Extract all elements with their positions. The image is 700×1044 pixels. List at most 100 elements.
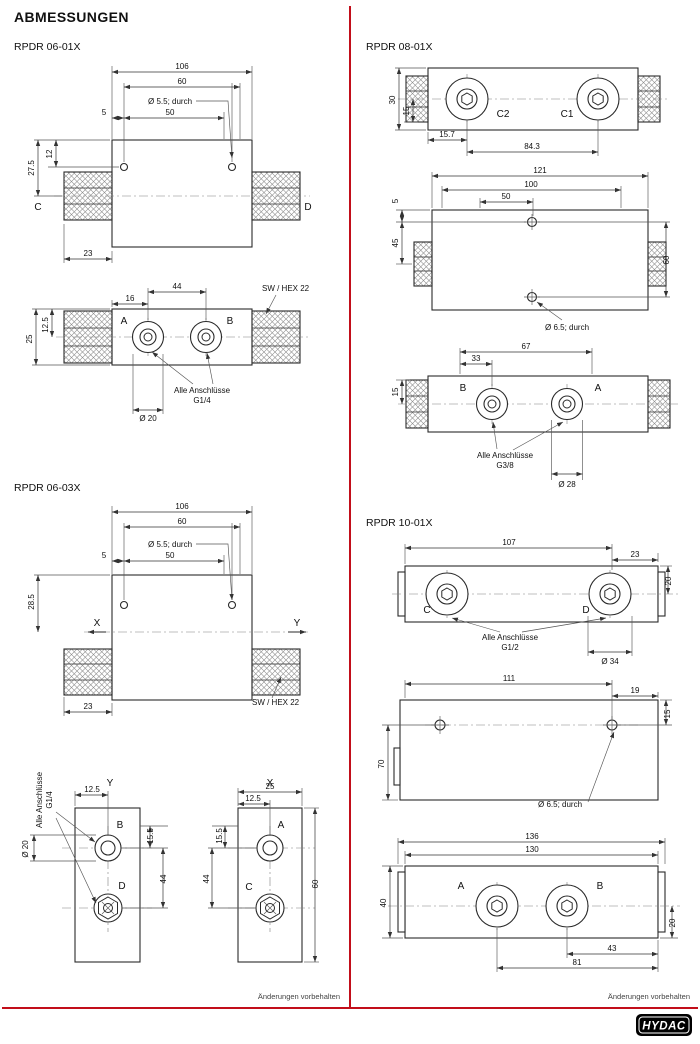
extension-lines (396, 348, 593, 480)
page-title: ABMESSUNGEN (14, 9, 129, 25)
dim-height-27-5: 27.5 (27, 160, 36, 176)
dimension-lines (33, 289, 206, 413)
hex-fitting-left (413, 241, 433, 287)
dim-width-43: 43 (608, 944, 617, 953)
drawing-rpdr0601-top-view: 106 60 Ø 5.5; durch 5 50 12 27.5 C D 23 (27, 62, 312, 263)
dim-width-12-5-x: 12.5 (245, 794, 261, 803)
port-label-a: A (278, 820, 285, 831)
side-tab (393, 747, 401, 786)
section-label-rpdr-06-01x: RPDR 06-01X (14, 41, 81, 53)
connection-note-line2: G3/8 (496, 461, 514, 470)
dim-width-60: 60 (178, 77, 187, 86)
dim-height-12: 12 (45, 149, 54, 158)
drawing-rpdr0801-plan-view: 121 100 50 5 45 60 Ø 6.5; durch (391, 166, 671, 332)
drawing-rpdr0801-top-view: 30 15 C2 C1 15.7 84.3 (388, 67, 668, 156)
dim-height-44-x: 44 (202, 874, 211, 883)
hole-callout: Ø 6.5; durch (545, 323, 589, 332)
section-label-rpdr-08-01x: RPDR 08-01X (366, 41, 433, 53)
port-a (256, 834, 284, 862)
mounting-hole (119, 162, 129, 172)
hex-fitting-left (63, 648, 113, 696)
dim-width-5: 5 (102, 108, 107, 117)
dim-width-81: 81 (573, 958, 582, 967)
drawing-rpdr0603-top-view: 106 60 Ø 5.5; durch 5 50 28.5 X Y 23 SW … (27, 502, 308, 716)
port-c (255, 893, 285, 923)
port-label-c: C (34, 202, 41, 213)
dim-width-84-3: 84.3 (524, 142, 540, 151)
connection-note-line2: G1/4 (45, 791, 54, 809)
dim-height-60: 60 (311, 879, 320, 888)
dim-height-25: 25 (25, 334, 34, 343)
port-c2 (445, 77, 489, 121)
connection-note-line1: Alle Anschlüsse (482, 633, 539, 642)
dim-height-40: 40 (379, 898, 388, 907)
dim-width-60: 60 (178, 517, 187, 526)
port-label-a: A (121, 316, 128, 327)
dim-width-23: 23 (631, 550, 640, 559)
dim-width-19: 19 (631, 686, 640, 695)
drawing-rpdr0801-front-view: 67 33 B A 15 Alle Anschlüsse G3/8 Ø 28 (391, 342, 678, 489)
dim-width-5: 5 (102, 551, 107, 560)
port-label-a: A (595, 383, 602, 394)
dimension-lines (405, 545, 671, 655)
port-label-b: B (227, 316, 234, 327)
dim-height-30: 30 (388, 95, 397, 104)
port-label-c1: C1 (561, 109, 574, 120)
mounting-hole (227, 162, 237, 172)
dim-width-50: 50 (166, 551, 175, 560)
mounting-hole (227, 600, 237, 610)
dim-width-12-5-y: 12.5 (84, 785, 100, 794)
dim-height-70: 70 (377, 759, 386, 768)
end-cap-left (397, 871, 406, 933)
port-b (545, 884, 589, 928)
dim-height-15-5-x: 15.5 (215, 828, 224, 844)
valve-body (399, 699, 659, 801)
dim-height-15: 15 (391, 387, 400, 396)
valve-body (111, 139, 253, 248)
connection-note-line2: G1/4 (193, 396, 211, 405)
dimension-lines (31, 789, 318, 962)
dim-height-60: 60 (662, 255, 671, 264)
dim-height-44-y: 44 (159, 874, 168, 883)
dim-width-130: 130 (525, 845, 539, 854)
port-label-b: B (460, 383, 467, 394)
valve-body (404, 865, 659, 939)
port-label-c2: C2 (497, 109, 510, 120)
port-label-c: C (423, 605, 430, 616)
dim-width-136: 136 (525, 832, 539, 841)
dim-height-15: 15 (402, 106, 411, 115)
dimension-lines (399, 173, 669, 297)
hex-callout: SW / HEX 22 (262, 284, 310, 293)
port-label-d: D (304, 202, 311, 213)
dimension-lines (35, 509, 252, 715)
valve-body (431, 209, 649, 311)
dim-width-23: 23 (84, 249, 93, 258)
valve-body (111, 574, 253, 701)
port-label-d: D (582, 605, 589, 616)
dim-width-100: 100 (524, 180, 538, 189)
view-label-y: Y (107, 778, 114, 789)
dim-height-20: 20 (668, 918, 677, 927)
dim-diameter-34: Ø 34 (601, 657, 619, 666)
port-label-b: B (597, 881, 604, 892)
dim-width-23: 23 (84, 702, 93, 711)
extension-lines (382, 680, 672, 803)
hole-callout: Ø 5.5; durch (148, 540, 192, 549)
hex-callout: SW / HEX 22 (252, 698, 300, 707)
dim-width-50: 50 (502, 192, 511, 201)
dim-height-20: 20 (664, 576, 673, 585)
hydac-logo: HYDAC (636, 1014, 692, 1036)
connection-note-line1: Alle Anschlüsse (35, 771, 44, 828)
dim-diameter-28: Ø 28 (558, 480, 576, 489)
port-label-d: D (118, 881, 125, 892)
drawing-rpdr1001-front-view-cd: 107 23 C D 20 Alle Anschlüsse G1/2 Ø 34 (392, 538, 680, 666)
dim-width-15-7: 15.7 (439, 130, 455, 139)
dim-height-15: 15 (663, 709, 672, 718)
port-b (94, 834, 122, 862)
port-a (550, 387, 584, 421)
dim-width-50: 50 (166, 108, 175, 117)
dim-height-12-5: 12.5 (41, 317, 50, 333)
dim-height-28-5: 28.5 (27, 594, 36, 610)
